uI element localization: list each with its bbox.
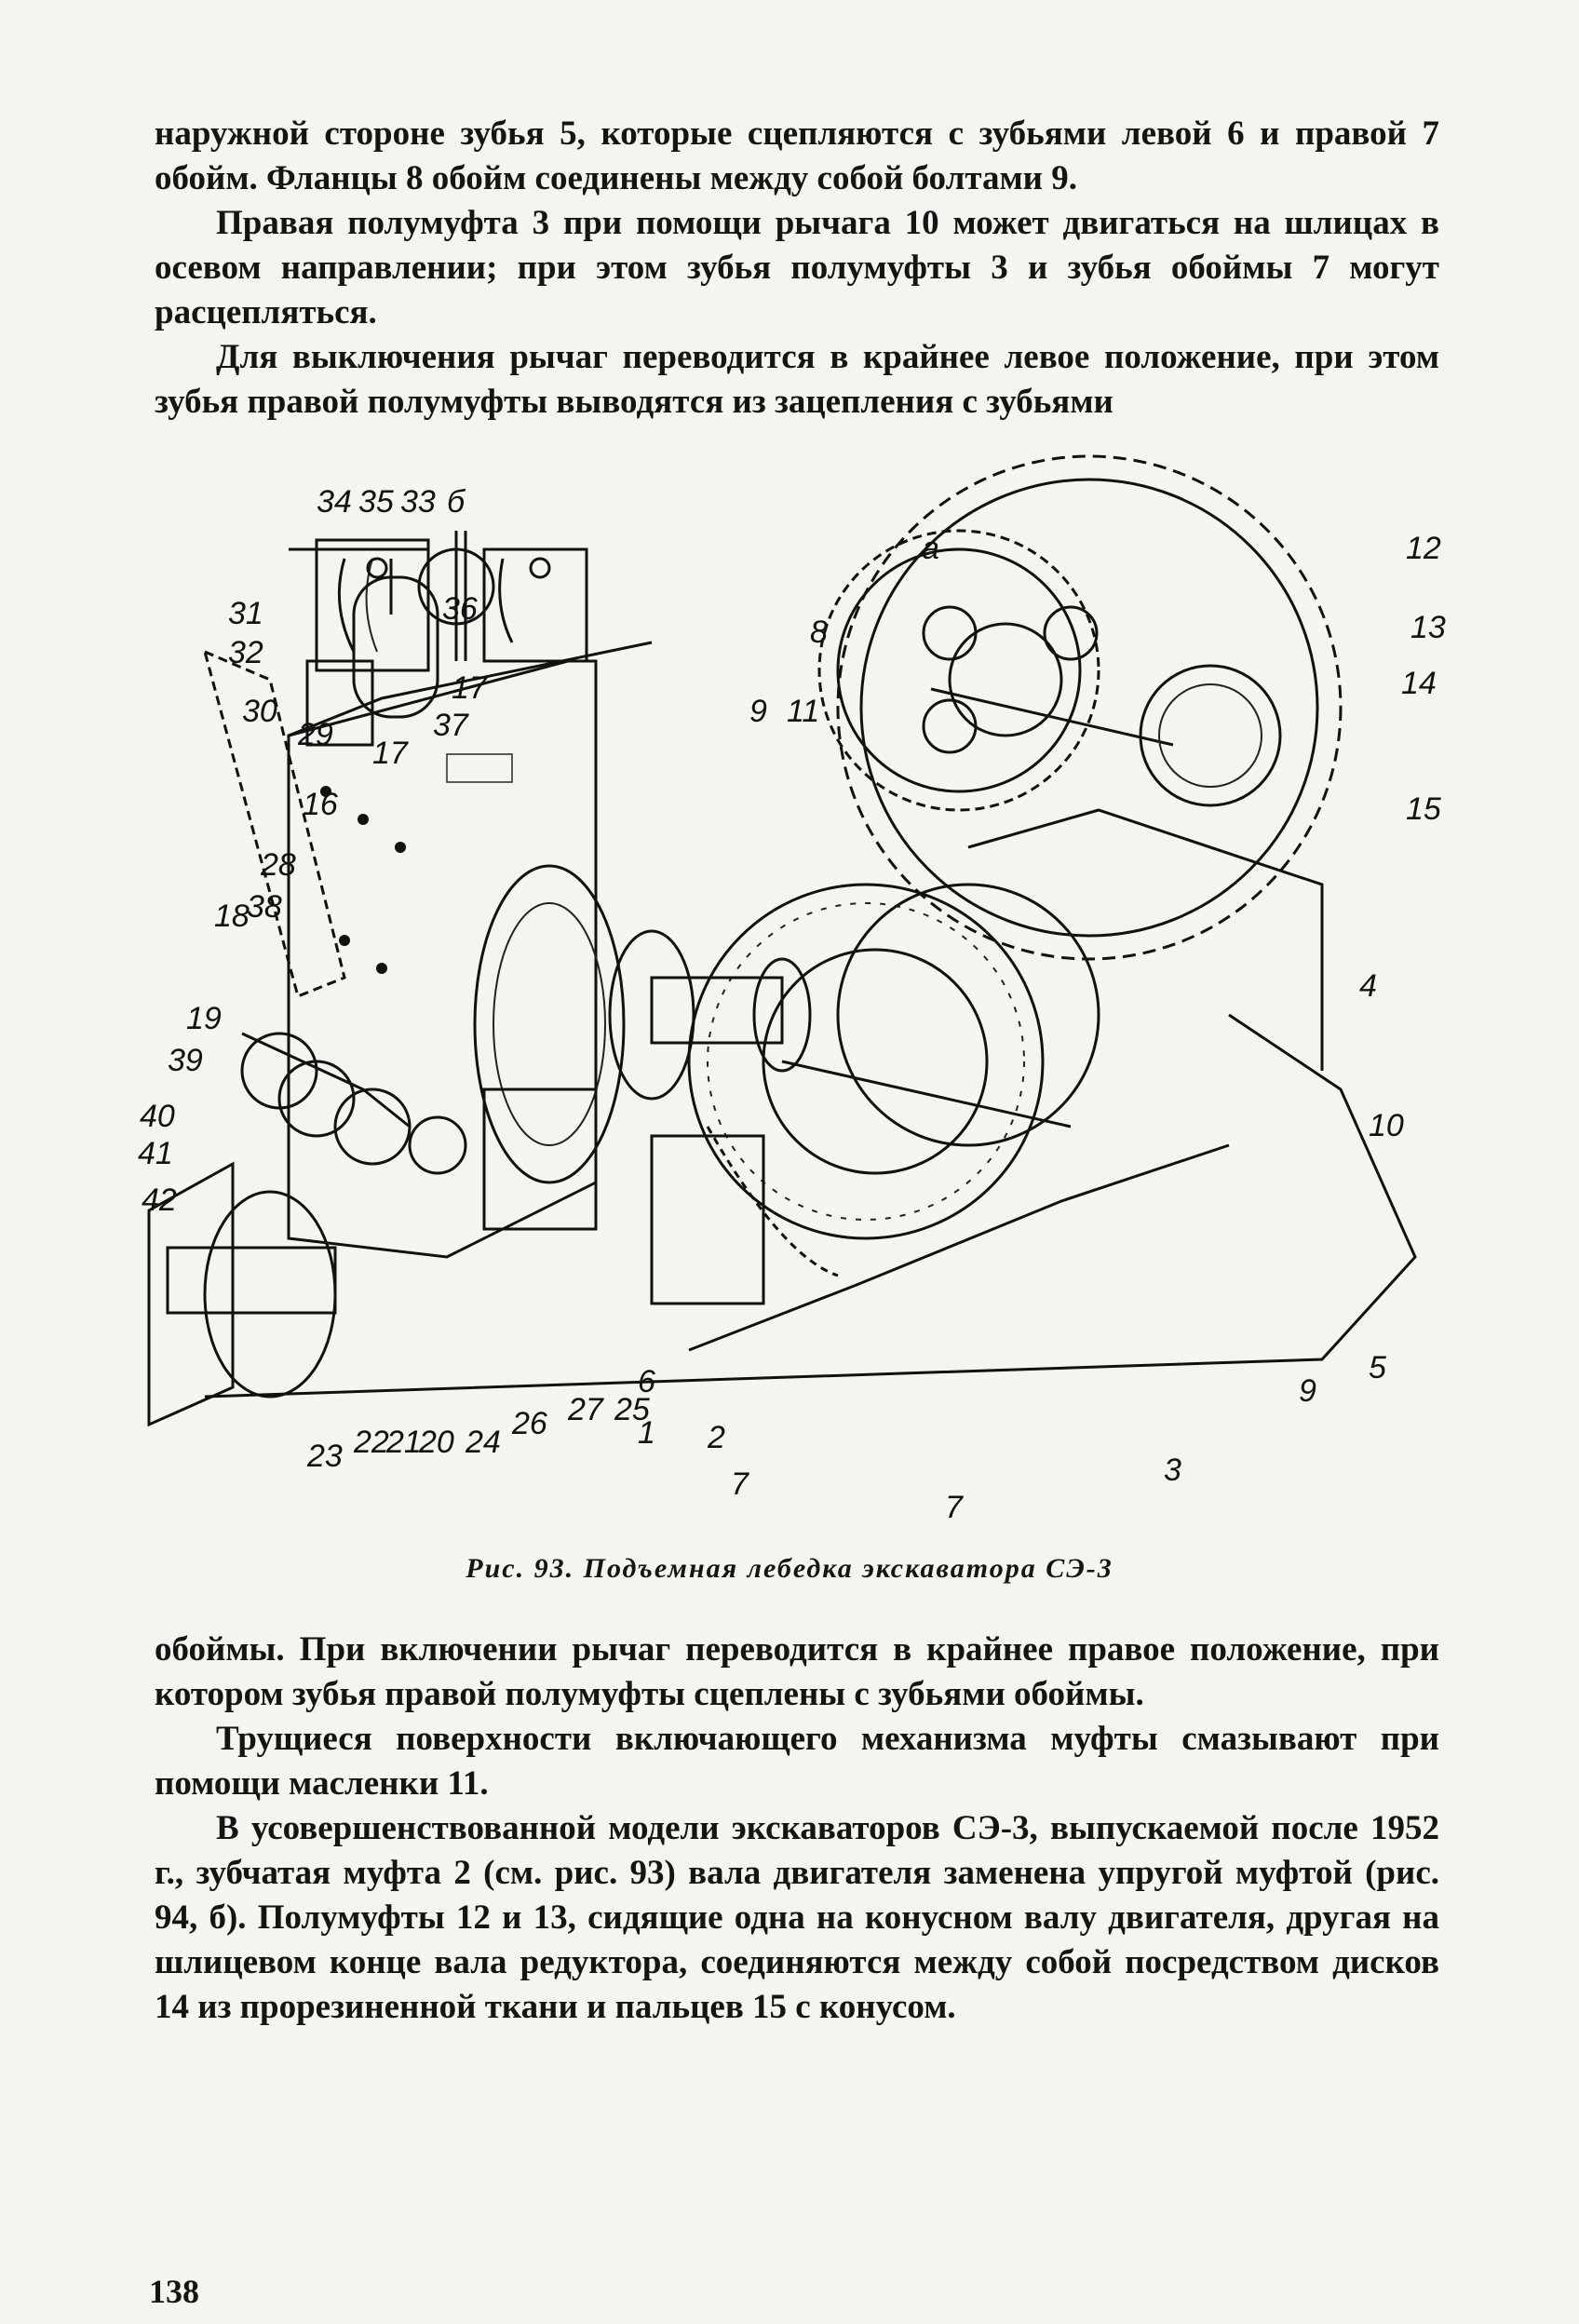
part-label: 23 bbox=[306, 1439, 343, 1474]
part-label: 18 bbox=[214, 899, 250, 934]
part-label: 7 bbox=[945, 1490, 964, 1525]
paragraph: наружной стороне зубья 5, которые сцепля… bbox=[155, 115, 1439, 197]
part-label: 17 bbox=[452, 670, 488, 706]
part-label: 17 bbox=[372, 736, 409, 771]
part-label: 9 bbox=[749, 694, 767, 729]
paragraph: Трущиеся поверхности включающего механиз… bbox=[155, 1720, 1439, 1803]
part-label: 29 bbox=[297, 717, 333, 752]
frame bbox=[204, 808, 1417, 1398]
part-label: 40 bbox=[140, 1099, 175, 1134]
page-number: 138 bbox=[149, 2273, 199, 2310]
figure-caption: Рис. 93. Подъемная лебедка экскаватора С… bbox=[466, 1553, 1113, 1584]
part-label: 7 bbox=[731, 1466, 749, 1502]
part-label: 6 bbox=[638, 1364, 655, 1399]
paragraph: Для выключения рычаг переводится в крайн… bbox=[155, 338, 1439, 421]
part-label: 41 bbox=[138, 1136, 173, 1171]
winch-illustration: б а 1 2 3 4 5 6 7 7 8 9 9 10 11 12 13 14… bbox=[138, 454, 1446, 1525]
coupling bbox=[482, 929, 812, 1305]
part-label: 19 bbox=[186, 1001, 222, 1036]
part-label: 12 bbox=[1406, 531, 1441, 566]
part-label: 32 bbox=[228, 635, 263, 670]
lower-gear bbox=[687, 883, 1100, 1277]
part-label: 36 bbox=[442, 591, 478, 627]
part-label: 10 bbox=[1369, 1108, 1404, 1143]
figure-labels: б а 1 2 3 4 5 6 7 7 8 9 9 10 11 12 13 14… bbox=[138, 484, 1446, 1525]
part-label: 14 bbox=[1401, 666, 1437, 701]
part-label: 5 bbox=[1369, 1350, 1386, 1385]
large-gear bbox=[817, 454, 1343, 961]
part-label: 39 bbox=[168, 1043, 203, 1078]
view-label-b: б bbox=[447, 484, 466, 520]
part-label: 2 bbox=[707, 1420, 725, 1455]
part-label: 11 bbox=[787, 694, 819, 729]
part-label: 4 bbox=[1359, 968, 1377, 1004]
part-label: 35 bbox=[358, 484, 394, 520]
paragraph: обоймы. При включении рычаг переводится … bbox=[155, 1630, 1439, 1713]
part-label: 15 bbox=[1406, 791, 1441, 827]
part-label: 21 bbox=[385, 1425, 422, 1460]
part-label: 25 bbox=[614, 1392, 650, 1427]
part-label: 13 bbox=[1410, 610, 1446, 645]
part-label: 28 bbox=[260, 847, 296, 883]
text-bottom: обоймы. При включении рычаг переводится … bbox=[155, 1628, 1439, 2030]
paragraph: Правая полумуфта 3 при помощи рычага 10 … bbox=[155, 204, 1439, 331]
part-label: 30 bbox=[242, 694, 277, 729]
part-label: 33 bbox=[400, 484, 436, 520]
part-label: 16 bbox=[303, 787, 338, 822]
motor bbox=[287, 547, 653, 1259]
part-label: 20 bbox=[418, 1425, 454, 1460]
part-label: 31 bbox=[228, 596, 263, 631]
part-label: 38 bbox=[247, 889, 282, 925]
view-label-a: а bbox=[922, 531, 939, 566]
part-label: 26 bbox=[511, 1406, 547, 1441]
part-label: 3 bbox=[1164, 1452, 1181, 1488]
part-label: 8 bbox=[810, 615, 828, 650]
part-label: 1 bbox=[638, 1415, 655, 1451]
part-label: 24 bbox=[465, 1425, 501, 1460]
paragraph: В усовершенствованной модели экскаваторо… bbox=[155, 1809, 1439, 2026]
text-top: наружной стороне зубья 5, которые сцепля… bbox=[155, 112, 1439, 425]
part-label: 27 bbox=[567, 1392, 604, 1427]
part-label: 37 bbox=[433, 708, 469, 743]
brake-drum bbox=[147, 649, 467, 1427]
part-label: 9 bbox=[1299, 1373, 1316, 1409]
part-label: 42 bbox=[142, 1182, 177, 1218]
part-label: 22 bbox=[353, 1425, 389, 1460]
part-label: 34 bbox=[317, 484, 352, 520]
